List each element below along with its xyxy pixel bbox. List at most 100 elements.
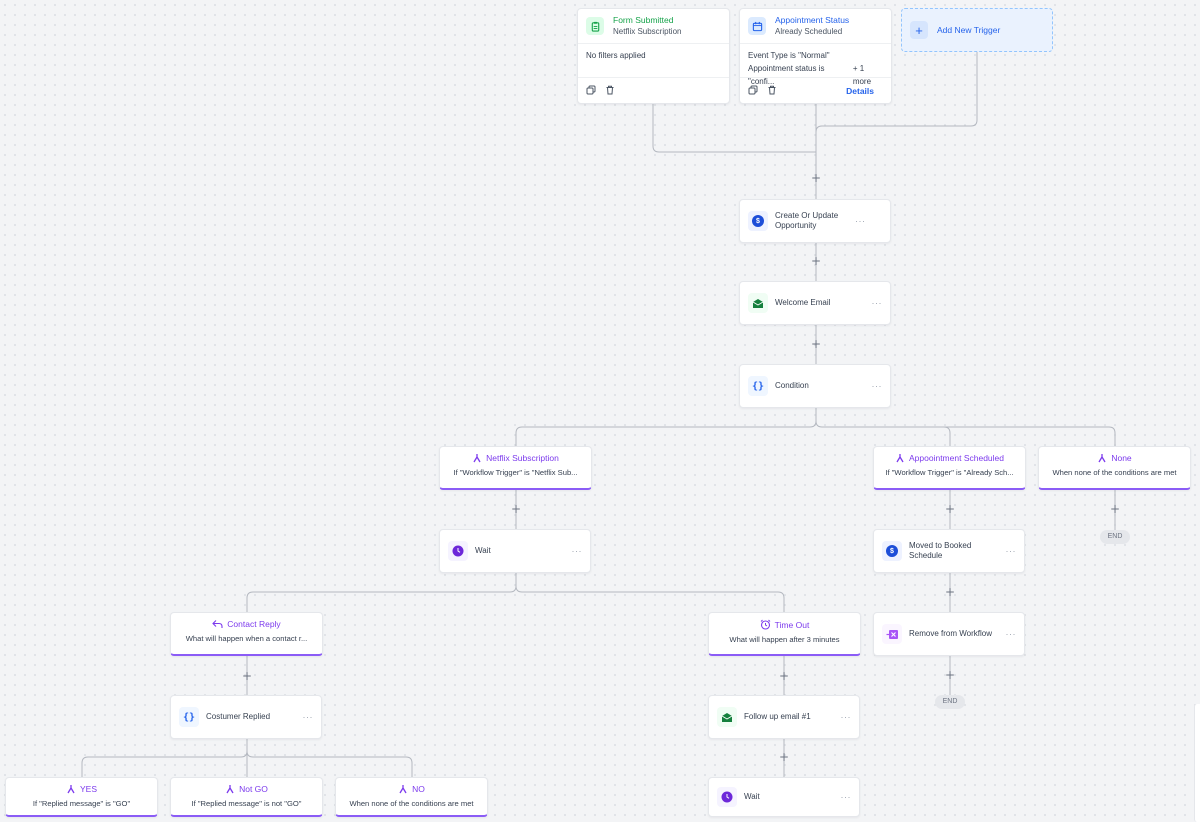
branch-icon <box>1098 454 1106 463</box>
branch-title: None <box>1111 453 1132 463</box>
trigger-header: Appointment Status Already Scheduled <box>740 9 891 44</box>
branch-title: Contact Reply <box>227 619 281 629</box>
trigger-subtitle: Netflix Subscription <box>613 27 682 36</box>
trigger-footer: Details <box>740 78 891 104</box>
plus-icon: + <box>910 21 928 39</box>
branch-subtitle: If "Replied message" is not "GO" <box>191 799 302 808</box>
add-trigger-label: Add New Trigger <box>937 25 1001 35</box>
end-marker: END <box>1100 530 1130 544</box>
action-follow-up-email[interactable]: Follow up email #1 ··· <box>708 695 860 739</box>
action-label: Wait <box>744 792 760 801</box>
add-step-plus[interactable]: + <box>944 668 956 682</box>
more-options-icon[interactable]: ··· <box>302 712 313 722</box>
action-create-update-opportunity[interactable]: $ Create Or Update Opportunity ··· <box>739 199 891 243</box>
add-new-trigger-button[interactable]: + Add New Trigger <box>901 8 1053 52</box>
branch-time-out[interactable]: Time Out What will happen after 3 minute… <box>708 612 861 656</box>
add-step-plus[interactable]: + <box>810 337 822 351</box>
remove-workflow-icon <box>882 624 902 644</box>
branch-subtitle: If "Replied message" is "GO" <box>32 799 131 808</box>
trigger-subtitle: Already Scheduled <box>775 27 843 36</box>
dollar-icon: $ <box>748 211 768 231</box>
dollar-icon: $ <box>882 541 902 561</box>
branch-title: Time Out <box>774 619 810 630</box>
add-step-plus[interactable]: + <box>778 669 790 683</box>
branch-title: NO <box>412 784 425 794</box>
branch-netflix-subscription[interactable]: Netflix Subscription If "Workflow Trigge… <box>439 446 592 490</box>
action-remove-from-workflow[interactable]: Remove from Workflow ··· <box>873 612 1025 656</box>
add-step-plus[interactable]: + <box>944 502 956 516</box>
action-label: Condition <box>775 381 809 390</box>
copy-icon[interactable] <box>748 85 758 97</box>
braces-icon: {} <box>748 376 768 396</box>
add-step-plus[interactable]: + <box>944 585 956 599</box>
action-label: Remove from Workflow <box>909 629 992 638</box>
filter-text: Event Type is "Normal" <box>748 51 830 60</box>
add-step-plus[interactable]: + <box>778 750 790 764</box>
add-step-plus[interactable]: + <box>510 502 522 516</box>
more-filters-link[interactable]: + 1 more <box>852 64 872 86</box>
clipboard-icon <box>586 17 604 35</box>
branch-appointment-scheduled[interactable]: Appoointment Scheduled If "Workflow Trig… <box>873 446 1026 490</box>
side-panel-edge <box>1194 704 1200 822</box>
add-step-plus[interactable]: + <box>241 669 253 683</box>
branch-subtitle: When none of the conditions are met <box>1052 468 1177 477</box>
trigger-filters: No filters applied <box>578 44 729 78</box>
branch-subtitle: When none of the conditions are met <box>349 799 474 808</box>
details-link[interactable]: Details <box>846 86 874 96</box>
more-options-icon[interactable]: ··· <box>871 381 882 391</box>
branch-title: Netflix Subscription <box>486 453 559 463</box>
branch-title: Appoointment Scheduled <box>909 453 1004 463</box>
action-wait[interactable]: Wait ··· <box>439 529 591 573</box>
copy-icon[interactable] <box>586 85 596 97</box>
more-options-icon[interactable]: ··· <box>1005 629 1016 639</box>
add-step-plus[interactable]: + <box>1109 502 1121 516</box>
trigger-form-submitted[interactable]: Form Submitted Netflix Subscription No f… <box>577 8 730 104</box>
clock-icon <box>717 787 737 807</box>
branch-subtitle: What will happen when a contact r... <box>185 634 308 643</box>
branch-icon <box>399 785 407 794</box>
branch-subtitle: If "Workflow Trigger" is "Netflix Sub... <box>453 468 578 477</box>
trigger-appointment-status[interactable]: Appointment Status Already Scheduled Eve… <box>739 8 892 104</box>
branch-not-go[interactable]: Not GO If "Replied message" is not "GO" <box>170 777 323 817</box>
trigger-title: Form Submitted <box>613 15 674 25</box>
action-label: Follow up email #1 <box>744 712 811 721</box>
add-step-plus[interactable]: + <box>810 254 822 268</box>
branch-none[interactable]: None When none of the conditions are met <box>1038 446 1191 490</box>
branch-title: YES <box>79 784 97 794</box>
branch-no[interactable]: NO When none of the conditions are met <box>335 777 488 817</box>
action-moved-to-booked-schedule[interactable]: $ Moved to Booked Schedule ··· <box>873 529 1025 573</box>
more-options-icon[interactable]: ··· <box>840 792 851 802</box>
filter-text: Appointment status is "confi... <box>748 64 825 86</box>
email-icon <box>748 293 768 313</box>
branch-contact-reply[interactable]: Contact Reply What will happen when a co… <box>170 612 323 656</box>
trash-icon[interactable] <box>767 85 777 97</box>
branch-icon <box>896 454 904 463</box>
action-customer-replied[interactable]: {} Costumer Replied ··· <box>170 695 322 739</box>
trash-icon[interactable] <box>605 85 615 97</box>
action-label: Welcome Email <box>775 298 831 307</box>
branch-yes[interactable]: YES If "Replied message" is "GO" <box>5 777 158 817</box>
more-options-icon[interactable]: ··· <box>840 712 851 722</box>
clock-icon <box>448 541 468 561</box>
more-options-icon[interactable]: ··· <box>871 298 882 308</box>
action-label: Costumer Replied <box>206 712 271 721</box>
branch-subtitle: If "Workflow Trigger" is "Already Sch... <box>885 468 1014 477</box>
action-label: Create Or Update Opportunity <box>775 211 839 230</box>
trigger-filters: Event Type is "Normal" Appointment statu… <box>740 44 891 86</box>
action-label: Moved to Booked Schedule <box>909 541 972 560</box>
more-options-icon[interactable]: ··· <box>855 216 866 226</box>
branch-icon <box>226 785 234 794</box>
action-wait-2[interactable]: Wait ··· <box>708 777 860 817</box>
more-options-icon[interactable]: ··· <box>1005 546 1016 556</box>
action-condition[interactable]: {} Condition ··· <box>739 364 891 408</box>
branch-icon <box>67 785 75 794</box>
more-options-icon[interactable]: ··· <box>571 546 582 556</box>
alarm-clock-icon <box>760 619 771 630</box>
email-icon <box>717 707 737 727</box>
action-welcome-email[interactable]: Welcome Email ··· <box>739 281 891 325</box>
calendar-icon <box>748 17 766 35</box>
branch-subtitle: What will happen after 3 minutes <box>729 635 840 644</box>
filter-text: No filters applied <box>586 51 646 60</box>
branch-title: Not GO <box>239 784 268 794</box>
add-step-plus[interactable]: + <box>810 171 822 185</box>
